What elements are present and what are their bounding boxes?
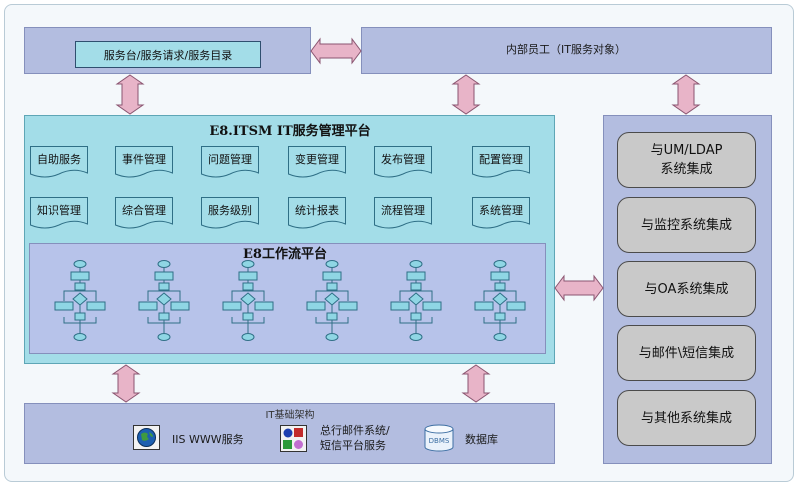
workflow-platform-title: E8工作流平台 bbox=[243, 247, 327, 262]
module-a-5: 配置管理 bbox=[472, 146, 530, 178]
workflow-platform-panel bbox=[29, 243, 546, 354]
workflow-chart-5 bbox=[474, 260, 526, 341]
workflow-flowcharts bbox=[54, 260, 526, 341]
components-icon bbox=[280, 425, 307, 452]
integration-box: 与邮件\短信集成 bbox=[617, 325, 756, 381]
service-desk-label: 服务台/服务请求/服务目录 bbox=[75, 41, 261, 68]
module-b-4: 流程管理 bbox=[374, 197, 432, 229]
module-b-2: 服务级别 bbox=[201, 197, 259, 229]
module-b-1: 综合管理 bbox=[115, 197, 173, 229]
module-b-0: 知识管理 bbox=[30, 197, 88, 229]
module-a-0: 自助服务 bbox=[30, 146, 88, 178]
module-label: 系统管理 bbox=[479, 204, 523, 217]
iis-service-label: IIS WWW服务 bbox=[172, 433, 244, 446]
module-label: 发布管理 bbox=[381, 153, 425, 166]
itsm-platform-title: E8.ITSM IT服务管理平台 bbox=[209, 124, 371, 139]
module-b-3: 统计报表 bbox=[288, 197, 346, 229]
workflow-chart-4 bbox=[390, 260, 442, 341]
module-label: 事件管理 bbox=[122, 153, 166, 166]
arrow-desk-platform bbox=[115, 74, 145, 115]
arrow-desk-staff bbox=[310, 37, 362, 65]
integration-box: 与OA系统集成 bbox=[617, 261, 756, 317]
integration-box: 与UM/LDAP 系统集成 bbox=[617, 132, 756, 188]
module-label: 统计报表 bbox=[295, 204, 339, 217]
module-label: 服务级别 bbox=[208, 204, 252, 217]
module-a-1: 事件管理 bbox=[115, 146, 173, 178]
module-label: 知识管理 bbox=[37, 204, 81, 217]
module-label: 综合管理 bbox=[122, 204, 166, 217]
internal-staff-panel bbox=[361, 27, 772, 74]
module-label: 流程管理 bbox=[381, 204, 425, 217]
integration-box: 与其他系统集成 bbox=[617, 390, 756, 446]
arrow-staff-platform bbox=[451, 74, 481, 115]
workflow-chart-3 bbox=[306, 260, 358, 341]
mail-sms-service-label: 总行邮件系统/ 短信平台服务 bbox=[320, 424, 390, 452]
workflow-chart-0 bbox=[54, 260, 106, 341]
it-infrastructure-title: IT基础架构 bbox=[265, 410, 315, 421]
module-a-2: 问题管理 bbox=[201, 146, 259, 178]
arrow-platform-infra-right bbox=[461, 364, 491, 403]
module-a-3: 变更管理 bbox=[288, 146, 346, 178]
module-a-4: 发布管理 bbox=[374, 146, 432, 178]
module-label: 变更管理 bbox=[295, 153, 339, 166]
module-label: 自助服务 bbox=[37, 153, 81, 166]
internal-staff-label: 内部员工（IT服务对象） bbox=[506, 43, 626, 56]
database-label: 数据库 bbox=[465, 433, 498, 446]
integration-box: 与监控系统集成 bbox=[617, 197, 756, 253]
module-b-5: 系统管理 bbox=[472, 197, 530, 229]
arrow-platform-infra-left bbox=[111, 364, 141, 403]
workflow-chart-1 bbox=[138, 260, 190, 341]
globe-icon bbox=[133, 425, 160, 450]
dbms-icon-text: DBMS bbox=[429, 437, 450, 445]
arrow-staff-integrations bbox=[671, 74, 701, 115]
database-icon: DBMS bbox=[424, 424, 454, 452]
workflow-chart-2 bbox=[222, 260, 274, 341]
arrow-platform-integrations bbox=[554, 274, 604, 302]
module-label: 问题管理 bbox=[208, 153, 252, 166]
module-label: 配置管理 bbox=[479, 153, 523, 166]
